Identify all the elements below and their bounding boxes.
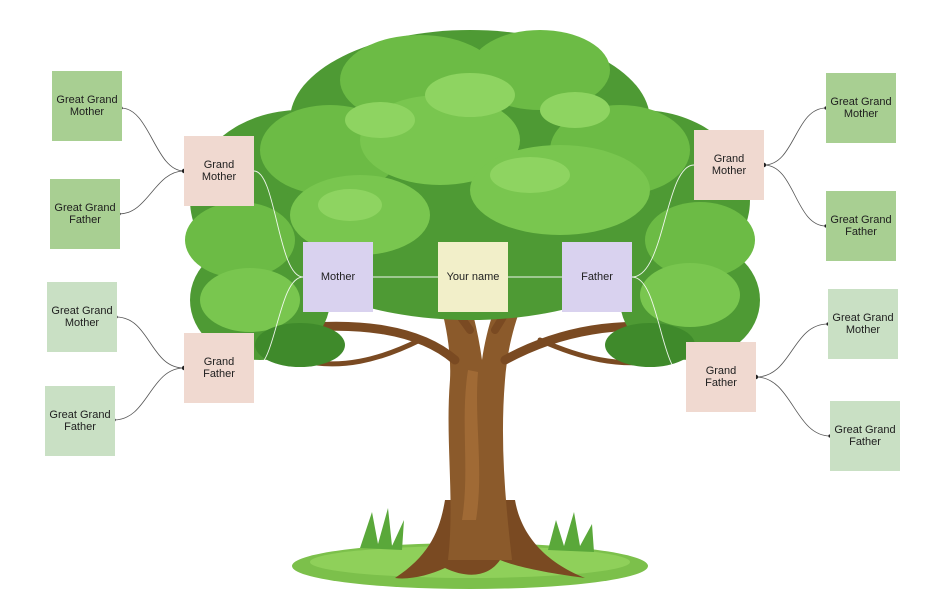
great-grandmother-card[interactable]: Great Grand Mother (826, 73, 896, 143)
great-grandfather-card[interactable]: Great Grand Father (826, 191, 896, 261)
great-grandmother-card[interactable]: Great Grand Mother (52, 71, 122, 141)
grandmother-card[interactable]: Grand Mother (694, 130, 764, 200)
great-grandmother-card[interactable]: Great Grand Mother (47, 282, 117, 352)
tree-trunk (430, 270, 540, 560)
grass-tuft-left (360, 508, 404, 550)
mother-card[interactable]: Mother (303, 242, 373, 312)
grandmother-card[interactable]: Grand Mother (184, 136, 254, 206)
great-grandfather-card[interactable]: Great Grand Father (830, 401, 900, 471)
great-grandfather-card[interactable]: Great Grand Father (50, 179, 120, 249)
great-grandmother-card[interactable]: Great Grand Mother (828, 289, 898, 359)
grandfather-card[interactable]: Grand Father (686, 342, 756, 412)
great-grandfather-card[interactable]: Great Grand Father (45, 386, 115, 456)
father-card[interactable]: Father (562, 242, 632, 312)
grass-tuft-right (548, 512, 594, 552)
grandfather-card[interactable]: Grand Father (184, 333, 254, 403)
your-name-card[interactable]: Your name (438, 242, 508, 312)
tree-foliage (185, 30, 760, 367)
